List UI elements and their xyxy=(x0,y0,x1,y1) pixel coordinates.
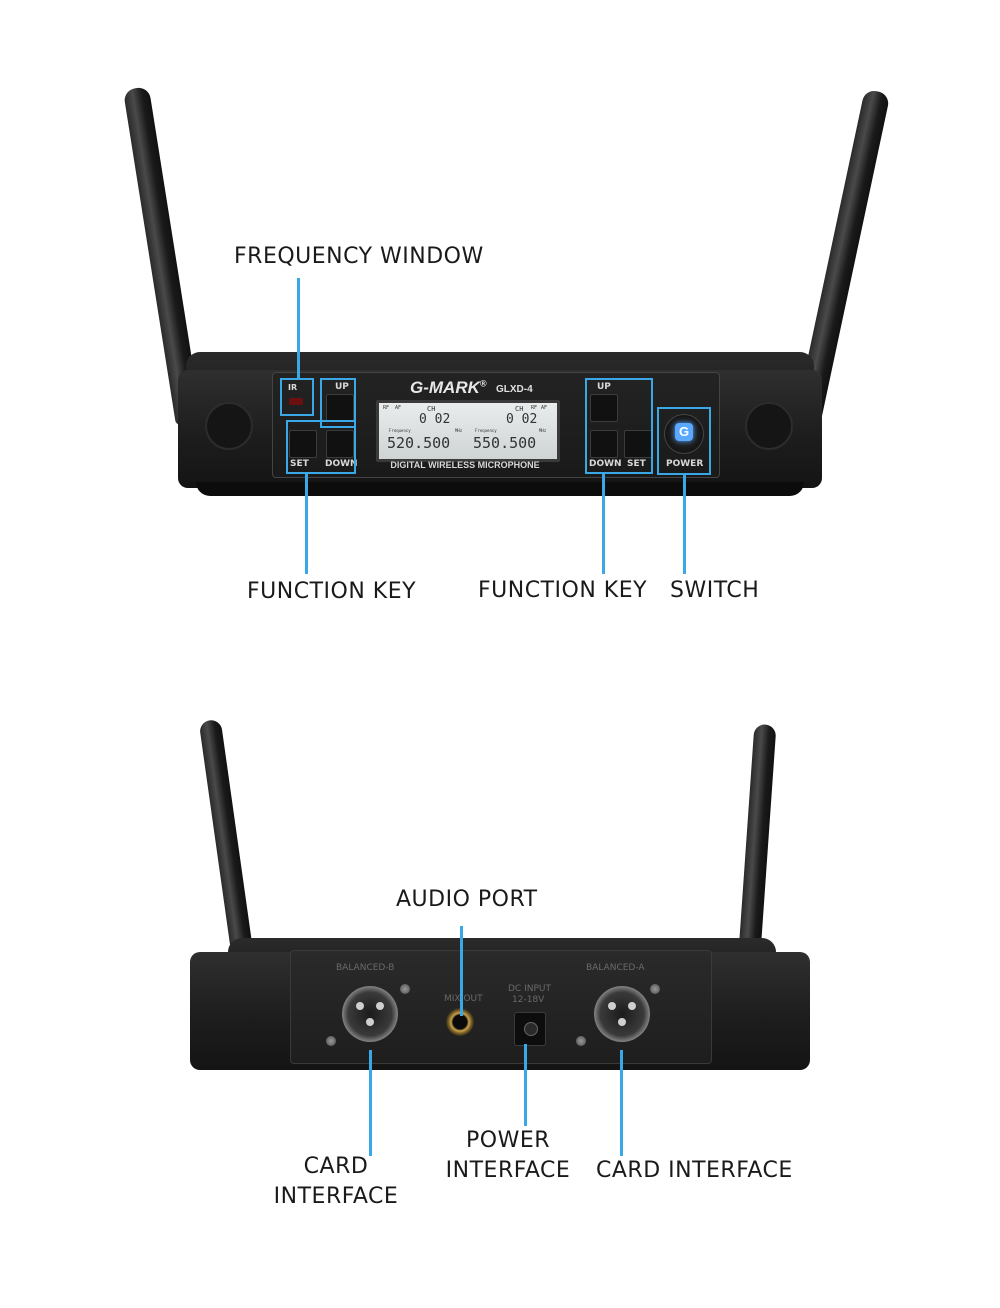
card-interface-left-line1: CARD xyxy=(303,1154,369,1179)
left-keys-highlight-outline xyxy=(286,420,356,474)
power-label: POWER xyxy=(666,459,704,469)
lcd-left-af: AF xyxy=(395,405,402,411)
panel-caption: DIGITAL WIRELESS MICROPHONE xyxy=(390,460,540,470)
right-keys-highlight xyxy=(585,378,653,474)
card-interface-left-line xyxy=(369,1050,372,1156)
lcd-left-freq-label: Frequency xyxy=(389,428,411,433)
dc-power-jack[interactable] xyxy=(514,1012,546,1046)
lcd-left-ch: CH xyxy=(427,405,436,413)
dc-input-label: DC INPUT xyxy=(508,984,551,994)
lcd-right-freq-label: Frequency xyxy=(475,428,497,433)
power-interface-line1: POWER xyxy=(465,1128,551,1153)
lcd-left-channel: 0 02 xyxy=(419,412,451,427)
model-name: GLXD-4 xyxy=(496,384,533,395)
screw-icon xyxy=(576,1036,586,1046)
xlr-pin xyxy=(608,1002,616,1010)
xlr-pin xyxy=(376,1002,384,1010)
right-down-key[interactable] xyxy=(590,430,618,458)
audio-port-callout: AUDIO PORT xyxy=(396,887,538,912)
xlr-pin xyxy=(628,1002,636,1010)
xlr-pin xyxy=(366,1018,374,1026)
lcd-right-af: AF xyxy=(541,405,548,411)
left-down-key[interactable] xyxy=(326,430,354,458)
left-up-label: UP xyxy=(335,382,349,392)
ir-highlight xyxy=(280,378,314,416)
right-set-label: SET xyxy=(627,459,646,469)
left-set-label: SET xyxy=(290,459,309,469)
lcd-right-unit: MHz xyxy=(539,428,547,433)
switch-line xyxy=(683,475,686,574)
balanced-b-label: BALANCED-B xyxy=(336,963,395,973)
card-interface-left-line2: INTERFACE xyxy=(273,1184,399,1209)
lcd-frequency-display: RF AF CH 0 02 Frequency MHz 520.500 CH R… xyxy=(376,400,560,462)
switch-callout: SWITCH xyxy=(670,578,760,603)
ir-sensor-icon xyxy=(289,398,303,405)
function-key-right-line xyxy=(602,474,605,574)
card-interface-left-callout: CARD INTERFACE xyxy=(266,1152,406,1212)
brand-name: G-MARK xyxy=(410,378,480,397)
power-interface-line xyxy=(524,1044,527,1126)
left-antenna-pivot xyxy=(205,402,253,450)
function-key-left-line xyxy=(305,474,308,574)
function-key-left-callout: FUNCTION KEY xyxy=(247,579,417,604)
ir-label: IR xyxy=(288,383,298,392)
ir-window: IR xyxy=(284,383,308,410)
frequency-window-line xyxy=(297,278,300,378)
right-down-label: DOWN xyxy=(589,459,622,469)
lcd-left-unit: MHz xyxy=(455,428,463,433)
power-g-icon: G xyxy=(675,423,693,441)
lcd-right-rf: RF xyxy=(531,405,538,411)
right-up-label: UP xyxy=(597,382,611,392)
power-highlight xyxy=(657,407,711,475)
lcd-right-channel: 0 02 xyxy=(506,412,538,427)
left-up-highlight xyxy=(320,378,356,428)
screw-icon xyxy=(400,984,410,994)
function-key-right-callout: FUNCTION KEY xyxy=(478,578,648,603)
balanced-a-label: BALANCED-A xyxy=(586,963,645,973)
right-antenna-pivot xyxy=(745,402,793,450)
back-right-antenna xyxy=(738,723,777,961)
power-interface-line2: INTERFACE xyxy=(445,1158,571,1183)
lcd-left-rf: RF xyxy=(383,405,390,411)
left-set-key[interactable] xyxy=(289,430,317,458)
power-interface-callout: POWER INTERFACE xyxy=(440,1126,576,1186)
card-interface-right-line xyxy=(620,1050,623,1156)
power-button[interactable]: G xyxy=(664,414,704,454)
lcd-right-ch: CH xyxy=(515,405,524,413)
left-down-label: DOWN xyxy=(325,459,358,469)
xlr-pin xyxy=(618,1018,626,1026)
screw-icon xyxy=(326,1036,336,1046)
left-xlr-socket[interactable] xyxy=(342,986,398,1042)
right-up-key[interactable] xyxy=(590,394,618,422)
card-interface-right-callout: CARD INTERFACE xyxy=(596,1158,793,1183)
back-left-antenna xyxy=(198,718,254,960)
xlr-pin xyxy=(356,1002,364,1010)
dc-pin-icon xyxy=(524,1022,538,1036)
right-xlr-socket[interactable] xyxy=(594,986,650,1042)
mix-out-label: MIX OUT xyxy=(444,994,483,1004)
dc-voltage-label: 12-18V xyxy=(512,995,545,1005)
lcd-right-frequency: 550.500 xyxy=(473,434,537,452)
screw-icon xyxy=(650,984,660,994)
audio-port-line xyxy=(460,926,463,1016)
brand-logo: G-MARK® xyxy=(410,378,487,397)
lcd-left-frequency: 520.500 xyxy=(387,434,451,452)
frequency-window-callout: FREQUENCY WINDOW xyxy=(234,244,484,269)
receiver-base xyxy=(196,482,804,496)
left-up-key[interactable] xyxy=(326,394,354,422)
